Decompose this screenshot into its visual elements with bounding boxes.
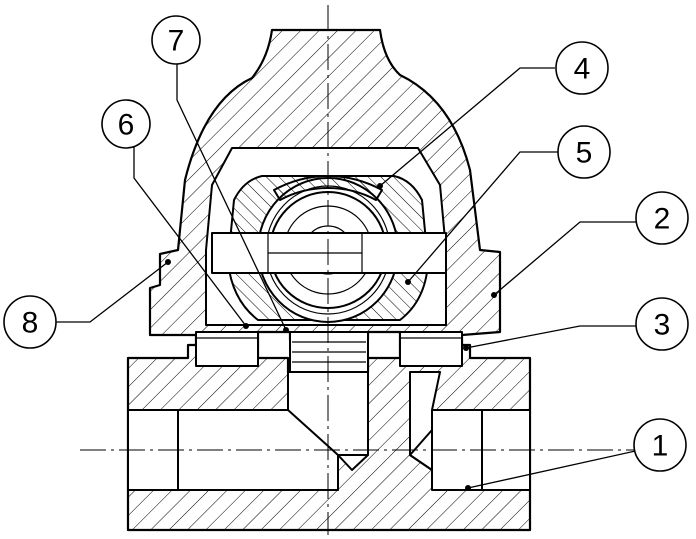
seat-nozzle	[289, 331, 369, 373]
balloon-4-label: 4	[574, 53, 591, 86]
balloon-4: 4	[555, 41, 609, 95]
balloon-5: 5	[557, 125, 611, 179]
spring-bar	[211, 232, 447, 274]
balloon-6-label: 6	[118, 109, 135, 142]
balloon-7: 7	[151, 15, 201, 65]
balloon-1: 1	[633, 418, 687, 472]
balloon-5-label: 5	[576, 137, 593, 170]
balloon-7-label: 7	[168, 25, 185, 58]
leader-lines	[56, 64, 641, 491]
seat-gaskets	[195, 331, 463, 367]
balloon-2-label: 2	[654, 203, 671, 236]
balloon-8-label: 8	[22, 307, 39, 340]
balloon-6: 6	[101, 99, 151, 149]
balloon-3-label: 3	[654, 309, 671, 342]
balloon-1-label: 1	[652, 430, 669, 463]
balloon-3: 3	[635, 297, 689, 351]
balloon-2: 2	[635, 191, 689, 245]
center-lines	[80, 5, 640, 535]
balloon-8: 8	[3, 295, 57, 349]
